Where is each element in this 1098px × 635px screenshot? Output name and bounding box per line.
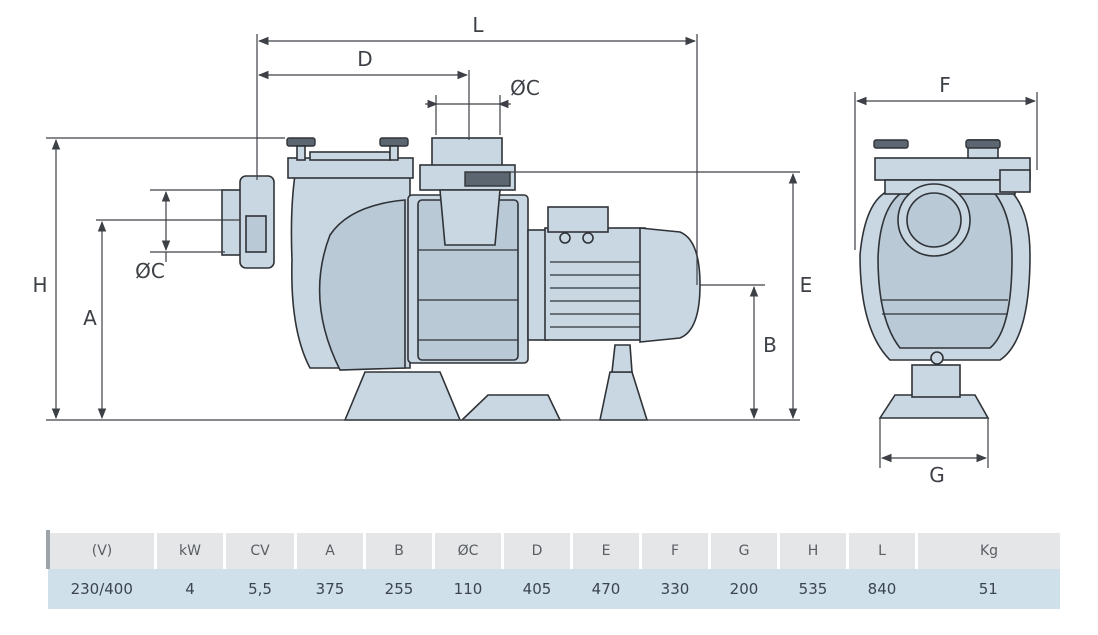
header-cv: CV: [223, 530, 296, 569]
dim-label-F: F: [939, 73, 951, 97]
value-g: 200: [709, 569, 779, 609]
header-l: L: [846, 530, 917, 569]
value-voltage: 230/400: [48, 569, 156, 609]
pump-technical-drawing: L D ØC H A ØC E B F G: [32, 13, 1038, 487]
header-a: A: [294, 530, 365, 569]
dim-label-L: L: [472, 13, 484, 37]
dim-label-G: G: [929, 463, 945, 487]
pump-front-view: [859, 139, 1031, 419]
header-kg: Kg: [915, 530, 1060, 569]
dim-label-D: D: [357, 47, 372, 71]
header-kw: kW: [154, 530, 225, 569]
value-kw: 4: [155, 569, 225, 609]
value-f: 330: [640, 569, 710, 609]
header-g: G: [708, 530, 779, 569]
header-c: ØC: [432, 530, 503, 569]
value-a: 375: [295, 569, 365, 609]
header-b: B: [363, 530, 434, 569]
dim-label-H: H: [32, 273, 47, 297]
value-kg: 51: [916, 569, 1060, 609]
value-l: 840: [847, 569, 917, 609]
pump-side-view: [221, 137, 701, 421]
spec-values-row: 230/400 4 5,5 375 255 110 405 470 330 20…: [48, 569, 1060, 609]
dim-label-E: E: [800, 273, 813, 297]
value-d: 405: [502, 569, 572, 609]
dim-label-C-side: ØC: [135, 259, 165, 283]
dim-label-A: A: [83, 306, 97, 330]
value-c: 110: [433, 569, 503, 609]
spec-table: (V) kW CV A B ØC D E F G H L Kg 230/400 …: [46, 530, 1060, 609]
spec-header-row: (V) kW CV A B ØC D E F G H L Kg: [46, 530, 1060, 569]
value-h: 535: [778, 569, 848, 609]
header-e: E: [570, 530, 641, 569]
header-voltage: (V): [46, 530, 156, 569]
dim-label-B: B: [763, 333, 777, 357]
value-e: 470: [571, 569, 641, 609]
dimension-lines: [46, 34, 1038, 468]
value-b: 255: [364, 569, 434, 609]
header-d: D: [501, 530, 572, 569]
header-f: F: [639, 530, 710, 569]
header-h: H: [777, 530, 848, 569]
dim-label-C-top: ØC: [510, 76, 540, 100]
value-cv: 5,5: [224, 569, 296, 609]
